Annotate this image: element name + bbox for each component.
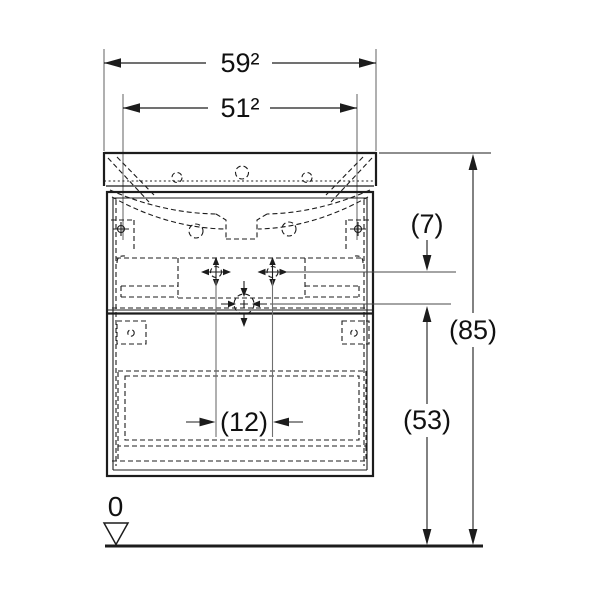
lower-drawer-inner-box bbox=[124, 375, 360, 441]
cabinet-inner-outline bbox=[112, 197, 368, 471]
drain-arms bbox=[221, 281, 267, 319]
bolt-cross bbox=[113, 222, 129, 236]
bowl-corner-hidden-lines bbox=[107, 156, 373, 203]
dimension-overall-width: 59² bbox=[103, 48, 377, 151]
arrow-right-icon bbox=[340, 103, 357, 113]
bowl-boss-left bbox=[188, 223, 204, 239]
arrow-up-icon bbox=[468, 154, 478, 170]
fastening-point-left bbox=[111, 219, 135, 252]
bowl-boss-right bbox=[281, 221, 297, 237]
upper-drawer-center-cutout bbox=[177, 258, 306, 299]
tap-hole-left bbox=[171, 171, 183, 184]
arrow-left-icon bbox=[104, 58, 121, 68]
dimension-supply-spacing: (12) bbox=[186, 280, 303, 437]
lower-drawer-outer-box bbox=[117, 370, 367, 447]
arrow-down-icon bbox=[468, 529, 478, 545]
floor-datum: 0 bbox=[102, 491, 483, 548]
bowl-outline-lower bbox=[111, 196, 369, 230]
arrow-right-icon bbox=[199, 417, 216, 427]
datum-label: 0 bbox=[108, 491, 124, 522]
drawer-runner-right bbox=[341, 320, 370, 345]
bolt-cross bbox=[350, 222, 366, 236]
arrow-down-icon bbox=[422, 255, 432, 271]
arrow-up-icon bbox=[422, 306, 432, 322]
runner-bracket bbox=[341, 320, 370, 345]
fastening-point-right bbox=[345, 219, 369, 252]
dimension-overall-height: (85) bbox=[379, 152, 497, 545]
dimension-label-trap-height: (53) bbox=[403, 405, 451, 435]
bowl-outline-upper bbox=[109, 189, 371, 215]
tap-hole-center bbox=[234, 165, 250, 180]
runner-hole-icon bbox=[127, 329, 135, 337]
bracket-hidden-outline bbox=[345, 219, 369, 252]
arrow-down-icon bbox=[422, 529, 432, 545]
dimension-trap-height: (53) bbox=[403, 306, 451, 545]
dimension-label-fixing-width: 51² bbox=[220, 93, 259, 123]
washbasin bbox=[102, 151, 378, 240]
runner-bracket bbox=[116, 320, 147, 345]
runner-hole-icon bbox=[350, 329, 358, 337]
side-panel-hidden-lines bbox=[115, 200, 365, 466]
bracket-hidden-outline bbox=[111, 219, 135, 252]
arrow-right-icon bbox=[359, 58, 376, 68]
dimension-label-overall-width: 59² bbox=[220, 48, 259, 78]
lower-drawer-bottom-line bbox=[112, 446, 368, 462]
crosshair-target-icon bbox=[266, 265, 279, 279]
upper-drawer-hidden-outline bbox=[112, 255, 368, 309]
cabinet-outer-outline bbox=[105, 190, 375, 478]
dimension-fixing-width: 51² bbox=[122, 93, 358, 240]
dimension-supply-offset: (7) bbox=[411, 209, 444, 271]
lower-drawer-hidden-outline bbox=[112, 320, 370, 462]
tap-hole-right bbox=[301, 171, 313, 184]
arrow-left-icon bbox=[123, 103, 140, 113]
dimension-label-supply-spacing: (12) bbox=[220, 407, 268, 437]
extension-lines bbox=[215, 280, 274, 437]
dimension-label-overall-height: (85) bbox=[449, 315, 497, 345]
drain-center-cross bbox=[240, 300, 248, 308]
drawer-runner-left bbox=[116, 320, 147, 345]
bowl-trap-funnel bbox=[215, 213, 268, 240]
water-supply-symbol-right bbox=[257, 257, 288, 287]
upper-drawer-right-section bbox=[305, 285, 360, 298]
crosshair-target-icon bbox=[209, 265, 223, 279]
open-triangle-datum-icon bbox=[102, 522, 130, 547]
arrow-left-icon bbox=[273, 417, 289, 427]
drawer-end-hooks bbox=[116, 255, 364, 264]
upper-drawer-left-section bbox=[120, 285, 178, 298]
dimension-label-supply-offset: (7) bbox=[411, 209, 444, 239]
waste-outlet-symbol bbox=[221, 281, 267, 327]
